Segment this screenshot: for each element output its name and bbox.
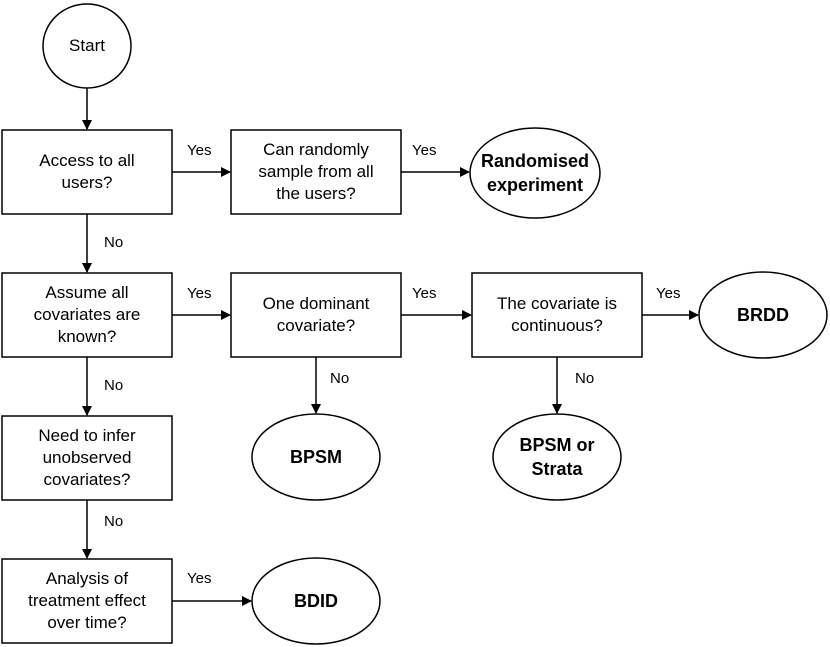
edge-label-yes-continuous-brdd: Yes (656, 285, 681, 302)
access-label: Access to all users? (39, 151, 135, 192)
access-node-shape (1, 129, 173, 215)
edge-label-yes-assume-dominant: Yes (187, 285, 212, 302)
analysis-node-shape (1, 558, 173, 644)
brdd-label: BRDD (737, 305, 789, 325)
start-label: Start (69, 36, 105, 55)
analysis-label: Analysis of treatment effect over time? (28, 569, 146, 632)
bpsm-label: BPSM (289, 447, 342, 467)
edge-label-no-continuous-bpsm-strata: No (575, 370, 595, 387)
brdd-node-shape (698, 271, 828, 359)
bpsm-node-shape (251, 413, 381, 501)
randomised-node-shape (469, 127, 601, 219)
edge-label-yes-dominant-continuous: Yes (412, 285, 437, 302)
continuous-node-shape (471, 272, 643, 358)
bpsm-strata-node-shape (492, 413, 622, 501)
edge-label-yes-analysis-bdid: Yes (187, 570, 212, 587)
edge-label-no-assume-infer: No (104, 377, 124, 394)
bdid-label: BDID (294, 591, 338, 611)
infer-label: Need to infer unobserved covariates? (38, 426, 136, 489)
bpsm-strata-label: BPSM or Strata (519, 435, 595, 479)
edge-label-yes-access-sample: Yes (187, 142, 212, 159)
continuous-label: The covariate is continuous? (497, 294, 617, 335)
edge-label-no-dominant-bpsm: No (330, 370, 350, 387)
edge-label-no-infer-analysis: No (104, 513, 124, 530)
bdid-node-shape (251, 557, 381, 645)
edge-label-yes-sample-randomised: Yes (412, 142, 437, 159)
dominant-label: One dominant covariate? (262, 294, 370, 335)
assume-label: Assume all covariates are known? (33, 283, 141, 346)
edge-label-no-access-assume: No (104, 234, 124, 251)
sample-label: Can randomly sample from all the users? (258, 140, 374, 203)
dominant-node-shape (230, 272, 402, 358)
sample-node-shape (230, 129, 402, 215)
randomised-label: Randomised experiment (480, 151, 590, 195)
